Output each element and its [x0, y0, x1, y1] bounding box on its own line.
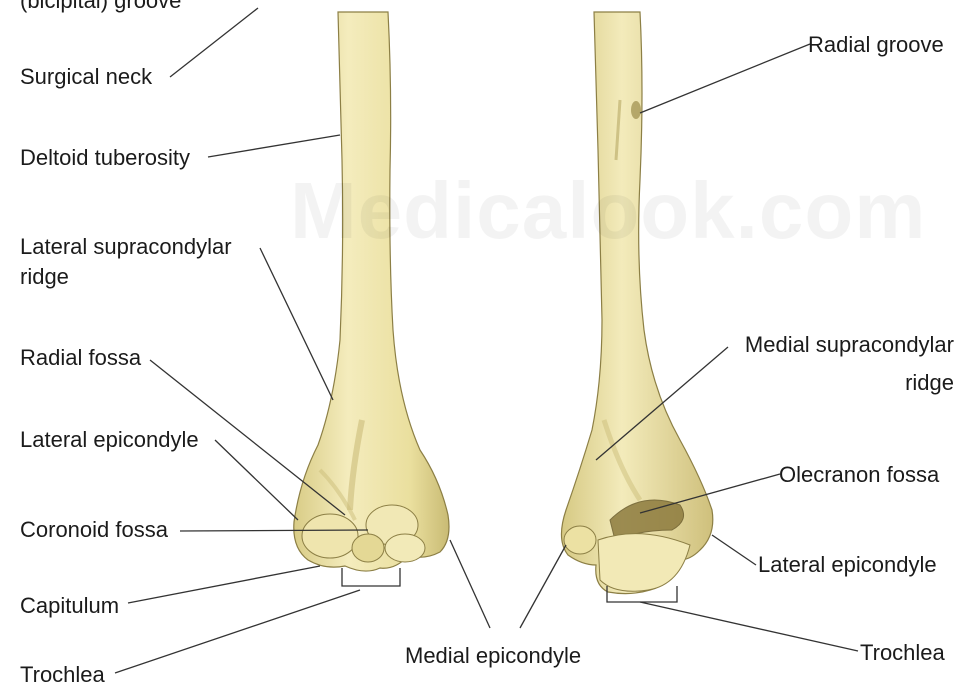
label-radial-fossa: Radial fossa [20, 345, 141, 371]
label-medial-supracondylar-ridge-line2: ridge [905, 370, 954, 396]
label-lateral-supracondylar-ridge-line1: Lateral supracondylar [20, 234, 232, 260]
watermark-text: Medicalook.com [290, 165, 926, 257]
label-lateral-epicondyle-posterior: Lateral epicondyle [758, 552, 937, 578]
label-lateral-epicondyle-anterior: Lateral epicondyle [20, 427, 199, 453]
label-surgical-neck: Surgical neck [20, 64, 152, 90]
label-coronoid-fossa: Coronoid fossa [20, 517, 168, 543]
label-bicipital-groove: (bicipital) groove [20, 0, 181, 14]
label-medial-epicondyle: Medial epicondyle [405, 643, 581, 669]
label-trochlea-anterior: Trochlea [20, 662, 105, 688]
label-capitulum: Capitulum [20, 593, 119, 619]
label-olecranon-fossa: Olecranon fossa [779, 462, 939, 488]
posterior-humerus [561, 12, 712, 594]
label-trochlea-posterior: Trochlea [860, 640, 945, 666]
label-medial-supracondylar-ridge-line1: Medial supracondylar [745, 332, 954, 358]
label-lateral-supracondylar-ridge-line2: ridge [20, 264, 69, 290]
label-radial-groove: Radial groove [808, 32, 944, 58]
anterior-humerus [294, 12, 449, 571]
label-deltoid-tuberosity: Deltoid tuberosity [20, 145, 190, 171]
anterior-humerus-bone [294, 12, 449, 571]
